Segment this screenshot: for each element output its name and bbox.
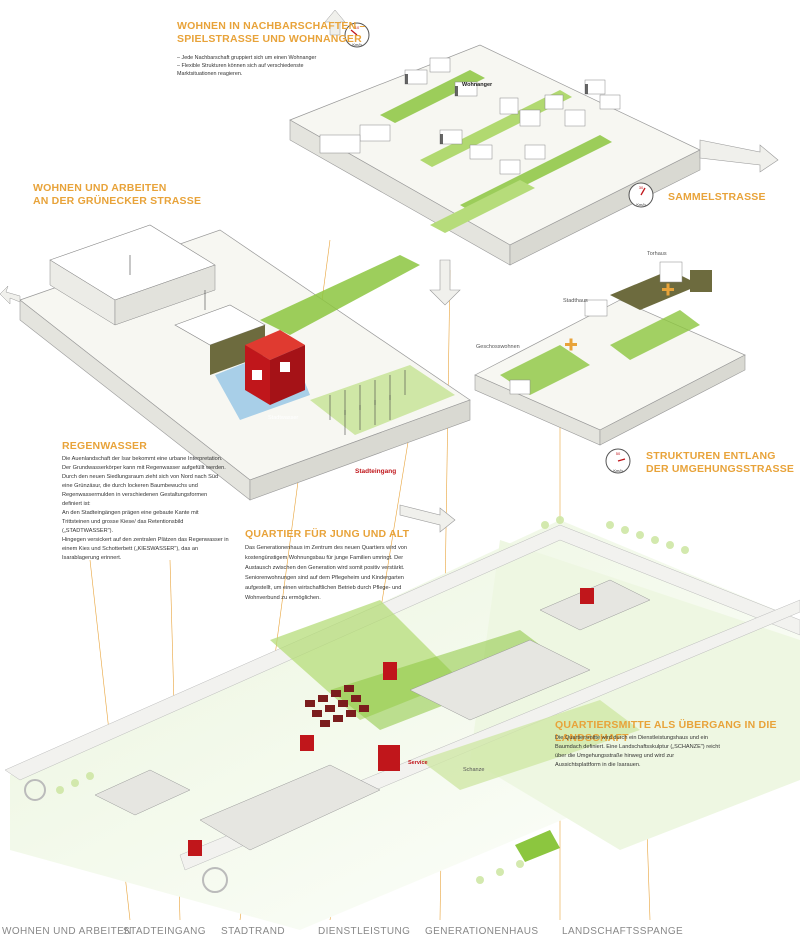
heading-gruenecker: WOHNEN UND ARBEITEN AN DER GRÜNECKER STR…	[33, 182, 202, 207]
label-stadtwasser: Stadtwasser	[268, 415, 299, 421]
text-quartier: Das Generationenhaus im Zentrum des neue…	[245, 545, 407, 601]
heading-quartier: QUARTIER FÜR JUNG UND ALT	[245, 528, 410, 540]
block-gruenecker	[0, 224, 471, 533]
text-regenwasser: Die Auenlandschaft der Isar bekommt eine…	[62, 456, 229, 561]
label-schanze: Schanze	[463, 767, 485, 773]
bottom-label-wohnen-arbeiten: WOHNEN UND ARBEITEN	[2, 926, 132, 937]
heading-nachbarschaft: WOHNEN IN NACHBARSCHAFTEN – SPIELSTRASSE…	[177, 20, 366, 45]
heading-sammelstrasse: SAMMELSTRASSE	[668, 191, 766, 203]
svg-text:Km/h: Km/h	[636, 202, 645, 207]
svg-text:Km/h: Km/h	[352, 42, 361, 47]
label-stadteingang: Stadteingang	[355, 468, 397, 475]
label-stadthaus: Stadthaus	[563, 298, 588, 304]
text-quartiersmitte: Die Quartiersmitte wird durch ein Dienst…	[555, 735, 720, 768]
svg-text:Km/h: Km/h	[613, 468, 622, 473]
bullets-nachbarschaft: – Jede Nachbarschaft gruppiert sich um e…	[177, 55, 317, 77]
heading-regenwasser: REGENWASSER	[62, 440, 148, 452]
heading-umgehung: STRUKTUREN ENTLANG DER UMGEHUNGSSTRASSE	[646, 450, 795, 475]
heading-quartiersmitte: QUARTIERSMITTE ALS ÜBERGANG IN DIE LANDS…	[555, 719, 777, 744]
bottom-label-stadteingang: STADTEINGANG	[123, 926, 206, 937]
label-torhaus: Torhaus	[647, 251, 667, 257]
svg-text:10: 10	[355, 25, 360, 30]
masterplan-overview	[4, 516, 800, 930]
bottom-label-dienstleistung: DIENSTLEISTUNG	[318, 926, 411, 937]
speed-gauge-50: Km/h 50	[605, 448, 631, 474]
label-wohnanger: Wohnanger	[462, 82, 493, 88]
label-service: Service	[408, 760, 428, 766]
speed-gauge-30: Km/h 30	[628, 182, 654, 208]
block-nachbarschaft	[289, 9, 779, 306]
svg-text:30: 30	[639, 185, 644, 190]
svg-text:50: 50	[616, 451, 621, 456]
speed-gauge-10: Km/h 10	[344, 22, 370, 48]
bottom-label-landschaftsspange: LANDSCHAFTSSPANGE	[562, 926, 684, 937]
label-geschosswohnen: Geschosswohnen	[476, 344, 520, 350]
block-umgehung	[474, 261, 746, 446]
bottom-label-generationenhaus: GENERATIONENHAUS	[425, 926, 539, 937]
bottom-label-stadtrand: STADTRAND	[221, 926, 285, 937]
